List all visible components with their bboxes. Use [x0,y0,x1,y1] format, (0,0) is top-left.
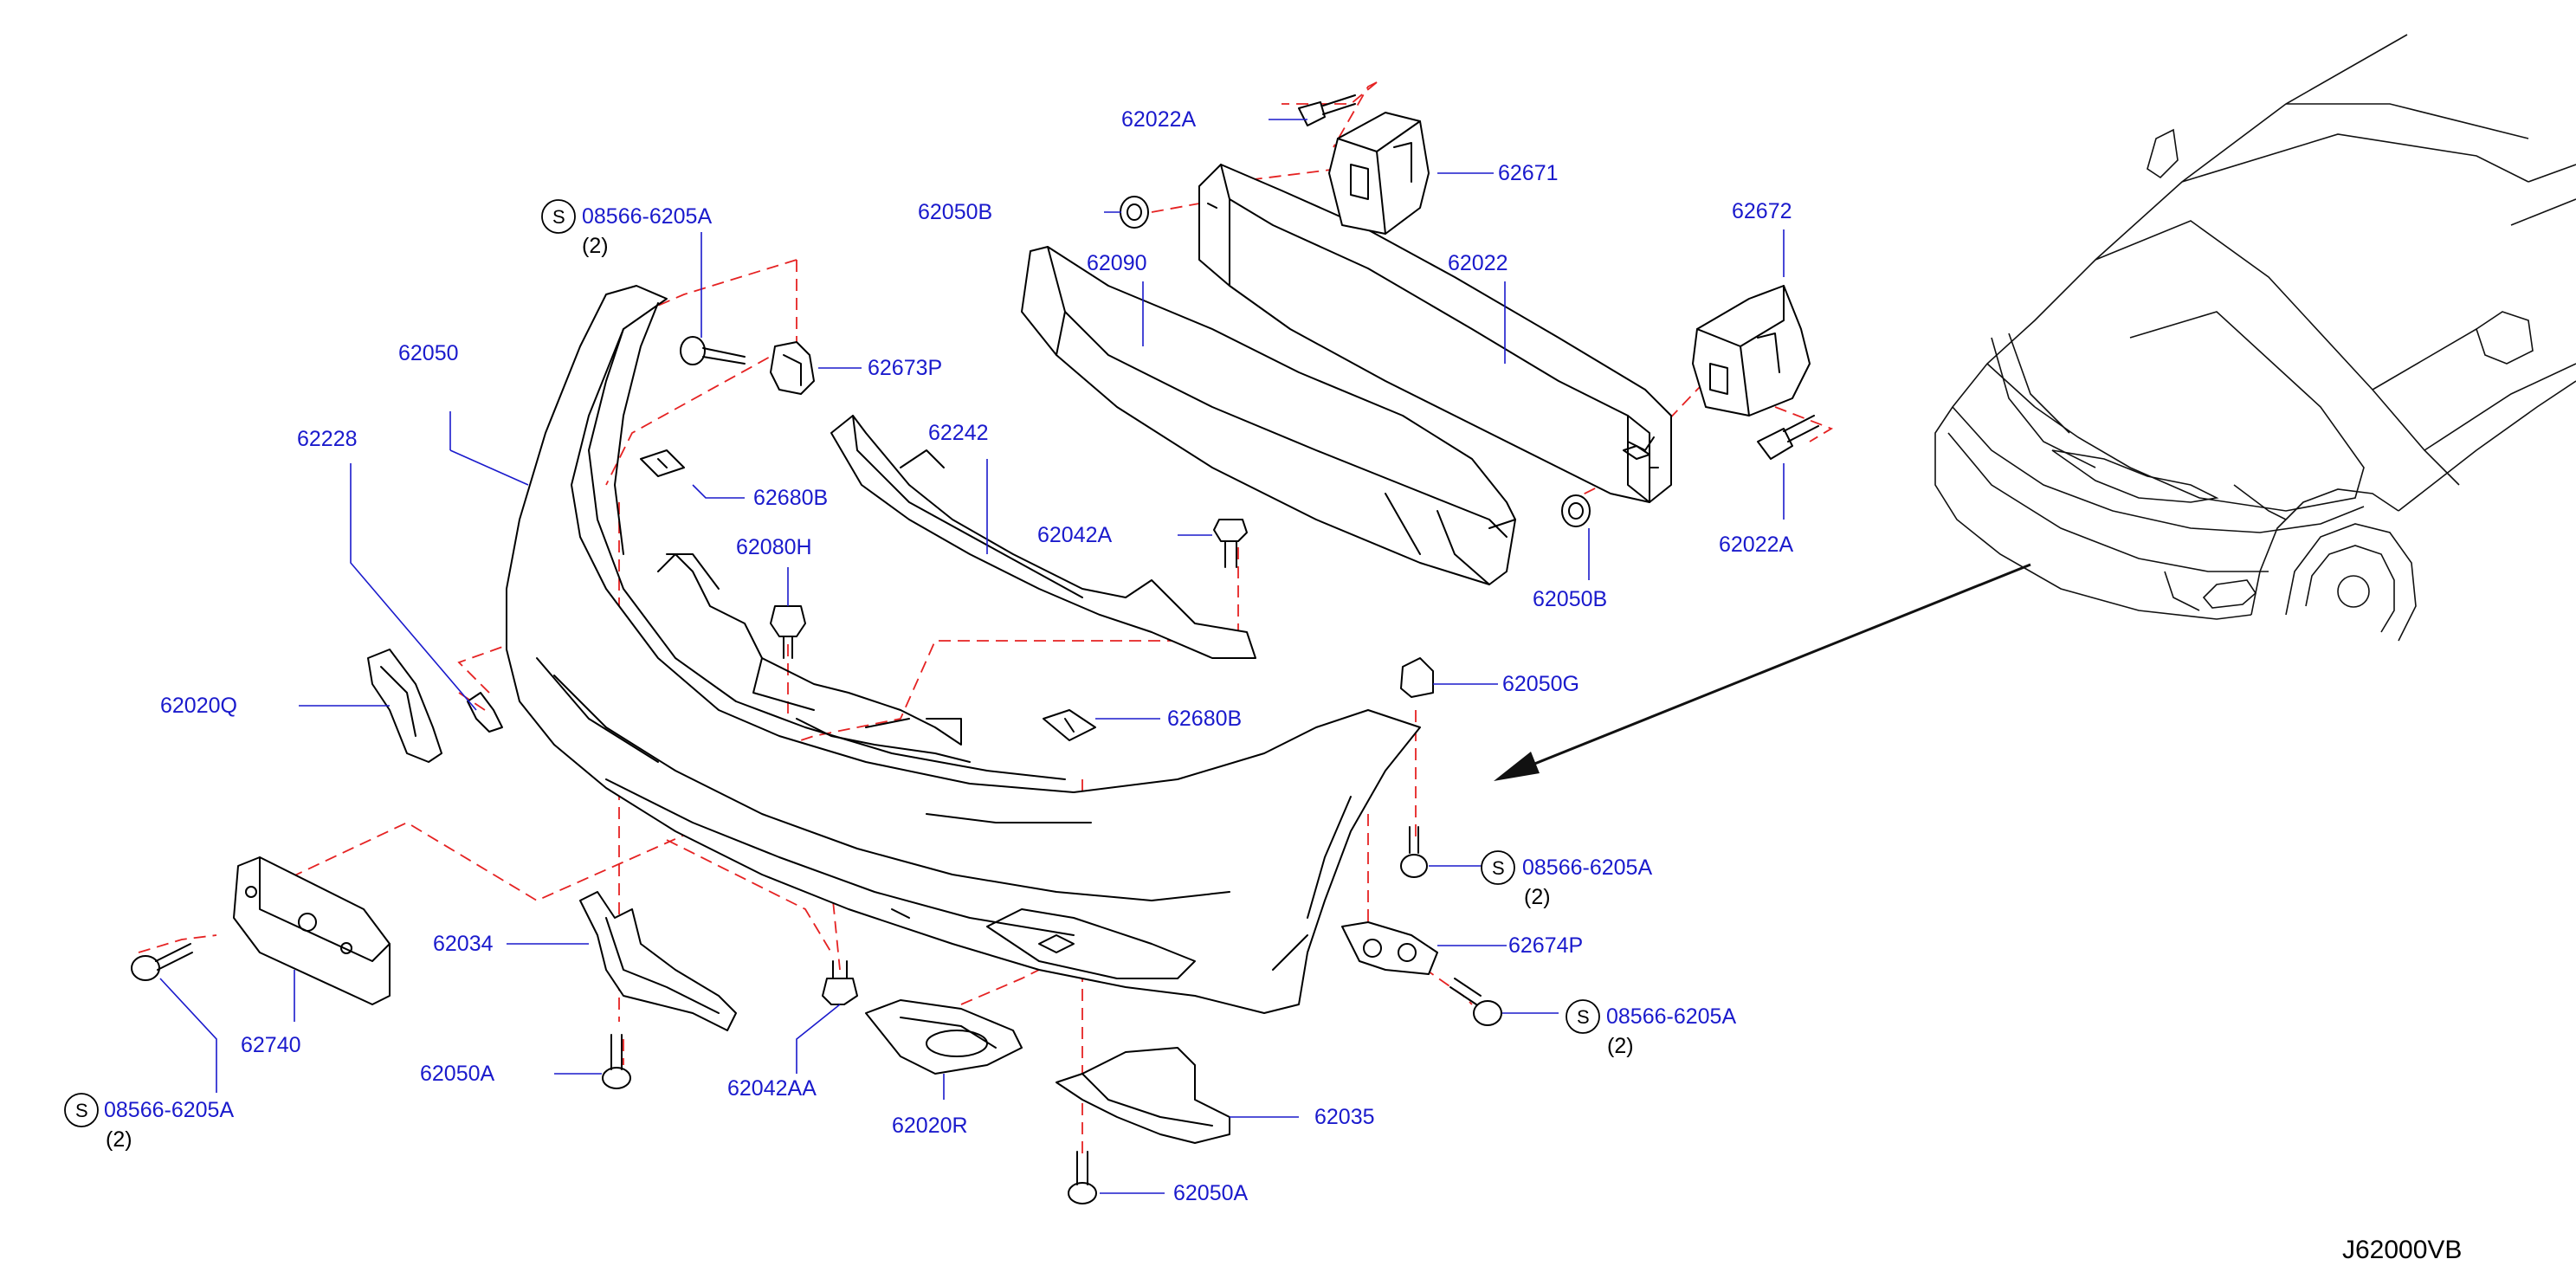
bumper-fascia-62050 [506,285,1421,1014]
s-symbol-circle-c [1566,999,1600,1034]
diagram-code: J62000VB [2342,1236,2462,1264]
bolt-62042AA [822,960,858,1005]
label-62080H: 62080H [736,535,812,559]
fog-cover-62020Q [367,649,442,763]
label-62050: 62050 [398,341,459,365]
label-08566-d: 08566-6205A [104,1098,234,1122]
label-62035: 62035 [1314,1105,1375,1129]
bracket-62034 [579,891,737,1031]
label-62042A: 62042A [1037,523,1113,547]
label-62050A-bottom: 62050A [1173,1181,1249,1205]
qty-08566-c: (2) [1607,1034,1634,1058]
bracket-62673P [770,341,815,395]
label-62020R: 62020R [892,1114,968,1138]
s-symbol-a: S [552,206,565,228]
s-symbol-c: S [1577,1006,1590,1028]
label-62034: 62034 [433,932,494,956]
label-62020Q: 62020Q [160,694,237,718]
label-62672: 62672 [1732,199,1792,223]
direction-arrow [1494,563,2031,781]
label-62022A-right: 62022A [1719,533,1794,557]
nut-62050B-right [1561,494,1591,527]
label-62022: 62022 [1448,251,1508,275]
fog-cover-62020R [865,999,1023,1075]
label-62090: 62090 [1087,251,1147,275]
screw-62050A-bottom [1068,1151,1097,1204]
label-62050B-right: 62050B [1533,587,1607,611]
label-08566-a: 08566-6205A [582,204,712,229]
plate-bracket-62740 [233,856,391,1005]
s-symbol-b: S [1492,857,1505,879]
screw-62050A-left [602,1034,631,1089]
assembly-phantom-lines [138,81,1834,1160]
label-62022A-top: 62022A [1121,107,1197,132]
label-62671: 62671 [1498,161,1559,185]
screw-08566-d [131,943,193,981]
label-08566-b: 08566-6205A [1522,856,1652,880]
label-62050B-top: 62050B [918,200,992,224]
screw-08566-a [680,336,746,365]
qty-08566-d: (2) [106,1127,132,1152]
clip-62080H [770,605,806,659]
screw-08566-c [1449,978,1502,1026]
label-62228: 62228 [297,427,358,451]
fasteners [131,94,1819,1204]
reinforcement-62022 [1198,164,1672,503]
bolt-62042A [1213,519,1248,568]
bracket-62672 [1692,285,1811,416]
clip-62680B-a [640,449,685,477]
bolt-62022A-right [1757,415,1819,460]
bolt-62022A-top [1298,94,1356,126]
s-symbol-d: S [75,1100,88,1121]
label-62740: 62740 [241,1033,301,1057]
s-symbol-circle-d [64,1093,99,1127]
label-62680B-b: 62680B [1167,707,1242,731]
bracket-62671 [1328,112,1430,235]
bracket-62674P [1341,921,1438,975]
label-08566-c: 08566-6205A [1606,1004,1736,1029]
qty-08566-b: (2) [1524,885,1551,909]
label-62050A-left: 62050A [420,1062,495,1086]
clip-62050G [1400,657,1434,698]
label-62680B-a: 62680B [753,486,828,510]
vehicle-illustration [1934,34,2576,642]
screw-08566-b [1400,826,1428,878]
bracket-62228 [467,692,503,733]
clip-62680B-b [1043,709,1096,741]
nut-62050B-top [1120,196,1149,229]
s-symbol-circle-a [541,199,576,234]
label-62050G: 62050G [1502,672,1579,696]
s-symbol-circle-b [1481,850,1515,885]
absorber-62090 [1021,246,1516,585]
label-62242: 62242 [928,421,989,445]
label-62674P: 62674P [1508,933,1583,958]
label-62042AA: 62042AA [727,1076,817,1101]
qty-08566-a: (2) [582,234,609,258]
leader-lines [159,119,1785,1194]
retainer-62242 [830,415,1256,659]
label-62673P: 62673P [868,356,942,380]
part-labels: 62022A 62671 62050B 62090 62022 62672 S … [64,107,2462,1264]
